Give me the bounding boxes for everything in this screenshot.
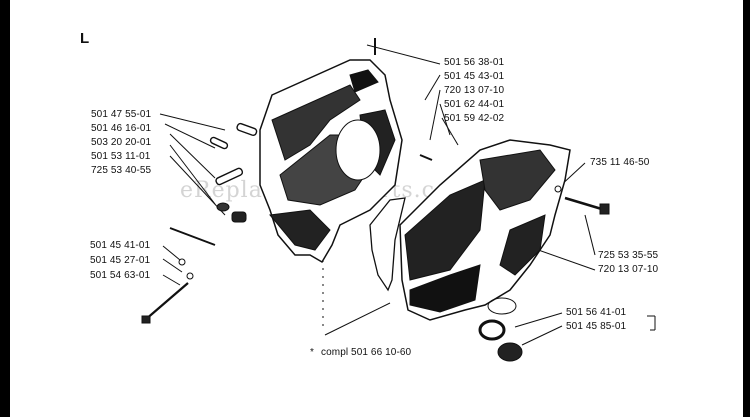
gasket — [369, 197, 406, 292]
label-501-56-38-01: 501 56 38-01 — [444, 57, 505, 68]
leader-lines — [159, 44, 656, 346]
label-501-46-16-01: 501 46 16-01 — [91, 123, 152, 134]
exploded-view-drawing — [141, 38, 656, 362]
label-725-53-40-55: 725 53 40-55 — [91, 165, 152, 176]
label-501-45-41-01: 501 45 41-01 — [90, 240, 151, 251]
label-735-11-46-50: 735 11 46-50 — [590, 157, 650, 168]
label-725-53-35-55: 725 53 35-55 — [598, 250, 659, 261]
label-720-13-07-10-bottom: 720 13 07-10 — [598, 264, 659, 275]
label-501-45-85-01: 501 45 85-01 — [566, 321, 627, 332]
label-720-13-07-10-top: 720 13 07-10 — [444, 85, 505, 96]
label-501-56-41-01: 501 56 41-01 — [566, 307, 627, 318]
label-501-45-43-01: 501 45 43-01 — [444, 71, 505, 82]
small-parts — [141, 38, 610, 362]
label-503-20-20-01: 503 20 20-01 — [91, 137, 152, 148]
footnote-assembly-number: compl 501 66 10-60 — [321, 347, 412, 358]
label-501-54-63-01: 501 54 63-01 — [90, 270, 151, 281]
label-501-47-55-01: 501 47 55-01 — [91, 109, 152, 120]
footnote-mark: * — [310, 347, 314, 358]
page-letter: L — [80, 30, 90, 47]
label-501-45-27-01: 501 45 27-01 — [90, 255, 151, 266]
label-501-53-11-01: 501 53 11-01 — [91, 151, 151, 162]
parts-diagram-page: L eReplacementParts.com — [10, 0, 743, 417]
crankcase-left-half — [259, 59, 403, 264]
crankcase-right-half — [399, 139, 571, 321]
label-501-59-42-02: 501 59 42-02 — [444, 113, 505, 124]
label-501-62-44-01: 501 62 44-01 — [444, 99, 505, 110]
